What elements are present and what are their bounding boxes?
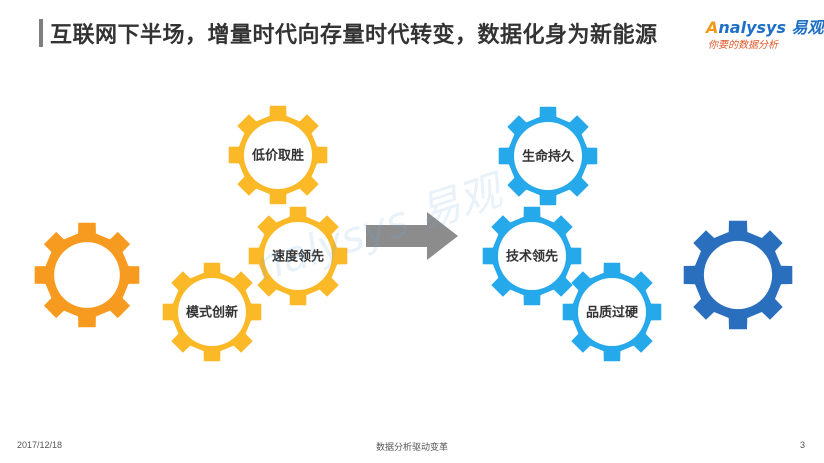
- logo-brand: Analysys 易观: [706, 14, 824, 38]
- gear-life-label: 生命持久: [522, 149, 575, 165]
- gear-capital: 资本驱动: [34, 222, 140, 328]
- gear-quality-label: 品质过硬: [586, 305, 639, 321]
- gear-tech-label: 技术领先: [506, 249, 558, 265]
- gear-model-shape: [162, 262, 262, 362]
- gear-tech: 技术领先: [482, 206, 582, 306]
- gear-speed-label: 速度领先: [272, 249, 324, 265]
- gear-low-price-shape: [228, 105, 328, 205]
- page-number: 3: [800, 440, 806, 450]
- gear-model: 模式创新: [162, 262, 262, 362]
- gear-low-price: 低价取胜: [228, 105, 328, 205]
- gear-speed: 速度领先: [248, 206, 348, 306]
- transition-arrow: [366, 212, 458, 260]
- gear-life: 生命持久: [498, 106, 598, 206]
- logo-tagline: 你要的数据分析: [708, 40, 778, 51]
- gear-life-shape: [498, 106, 598, 206]
- page-title: 互联网下半场，增量时代向存量时代转变，数据化身为新能源: [50, 23, 658, 48]
- gear-capital-shape: [34, 222, 140, 328]
- footer-date: 2017/12/18: [17, 440, 63, 450]
- gear-quality-shape: [562, 262, 662, 362]
- gear-speed-shape: [248, 206, 348, 306]
- logo-brand-prefix: A: [706, 18, 719, 37]
- gear-data-shape: [683, 220, 793, 330]
- gear-tech-shape: [482, 206, 582, 306]
- footer-center-text: 数据分析驱动变革: [376, 442, 449, 452]
- gear-capital-label: 资本驱动: [72, 257, 102, 295]
- logo-brand-text: nalysys 易观: [718, 18, 824, 37]
- analysys-logo: Analysys 易观 你要的数据分析: [706, 14, 824, 56]
- gear-model-label: 模式创新: [186, 305, 238, 321]
- gear-data: 数据驱动: [683, 220, 793, 330]
- title-accent-bar: [39, 19, 43, 47]
- gear-quality: 品质过硬: [562, 262, 662, 362]
- gear-low-price-label: 低价取胜: [251, 148, 304, 164]
- gear-data-label: 数据驱动: [723, 257, 753, 295]
